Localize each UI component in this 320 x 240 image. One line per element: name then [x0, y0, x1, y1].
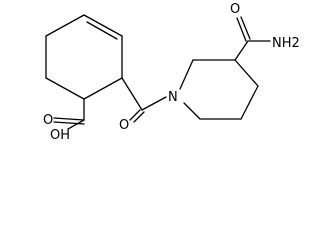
bond — [83, 14, 123, 37]
chemical-structure: OH O O N O NH2 — [43, 2, 300, 143]
double-bond — [133, 111, 145, 123]
bond — [179, 59, 194, 90]
bond — [240, 85, 259, 120]
bond — [141, 96, 167, 111]
amide-linker — [121, 77, 167, 123]
carboxamide-group — [234, 16, 271, 61]
double-bond-inner — [86, 21, 118, 40]
bond — [45, 77, 85, 100]
double-bond — [129, 109, 141, 121]
bond — [183, 102, 201, 120]
bond — [45, 14, 85, 37]
piperidine-ring — [179, 59, 259, 120]
bond — [234, 40, 249, 61]
amide-oxygen-label: O — [119, 118, 129, 133]
bond — [83, 77, 123, 100]
cyclohexene-ring — [45, 14, 123, 100]
double-bond — [240, 16, 251, 40]
carboxyl-oxygen-label: O — [43, 113, 53, 128]
hydroxyl-label: OH — [50, 128, 70, 143]
piperidine-nitrogen-label: N — [168, 90, 178, 105]
bond — [121, 77, 143, 111]
double-bond — [53, 117, 85, 121]
amine-label: NH2 — [272, 36, 300, 51]
carboxamide-oxygen-label: O — [230, 2, 240, 17]
bond — [67, 119, 85, 130]
carboxylic-acid-group — [53, 98, 85, 130]
double-bond — [236, 17, 247, 42]
bond — [234, 59, 259, 87]
double-bond — [53, 121, 85, 125]
